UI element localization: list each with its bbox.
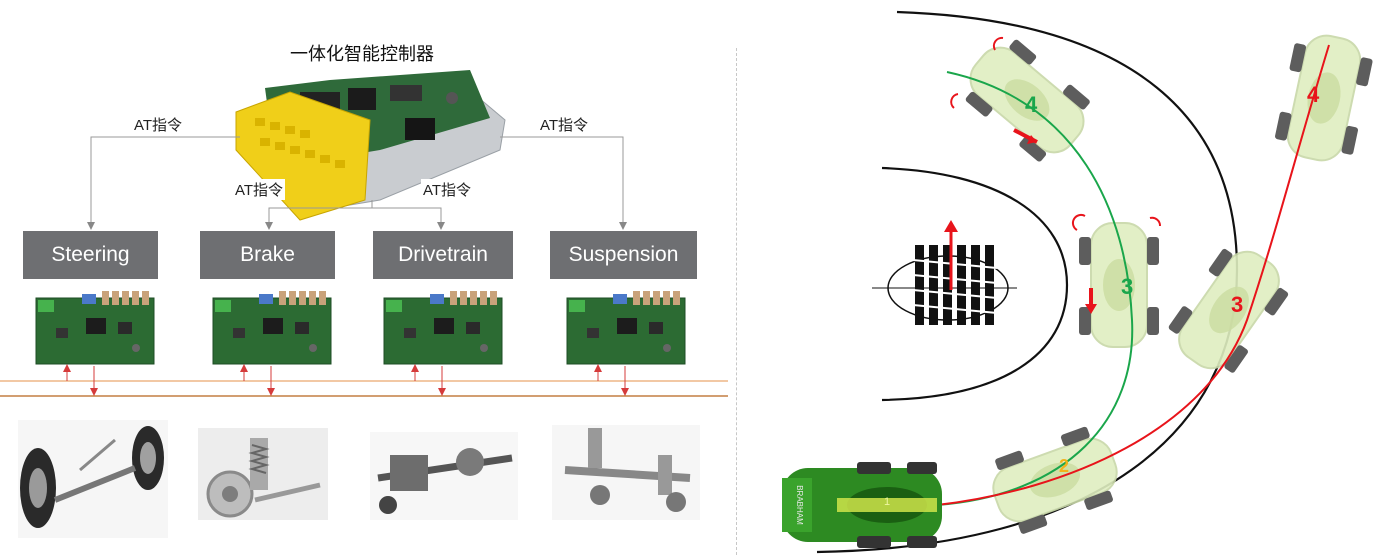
subsystem-drivetrain-label: Drivetrain: [398, 243, 488, 266]
trajectory-diagram: BRABHAM 1 2 3 4 3 4: [782, 10, 1378, 554]
subsystem-steering-label: Steering: [51, 243, 130, 266]
ecu-board-brake: [212, 291, 332, 365]
tire-tread-icon: [872, 220, 1017, 325]
ghost-car-3-green: [1078, 222, 1160, 348]
ghost-car-3-red: [1159, 235, 1299, 385]
race-car: BRABHAM 1: [782, 462, 942, 548]
command-label-steering: AT指令: [132, 114, 185, 135]
controller-title: 一体化智能控制器: [290, 44, 434, 64]
command-label-brake: AT指令: [233, 179, 286, 200]
red-trajectory: [936, 44, 1330, 506]
suspension-assembly-image: [552, 425, 700, 520]
subsystem-brake-box: Brake: [200, 231, 335, 279]
green-step-3-label: 3: [1121, 274, 1133, 299]
ghost-car-4-red: [1270, 28, 1378, 168]
red-step-4-label: 4: [1307, 82, 1320, 107]
car-number-text: 1: [884, 496, 890, 508]
subsystem-brake-label: Brake: [240, 243, 295, 266]
steering-assembly-image: [18, 420, 168, 538]
architecture-diagram: [0, 70, 728, 538]
red-step-3-label: 3: [1231, 292, 1243, 317]
car-brand-text: BRABHAM: [795, 485, 804, 525]
brake-assembly-image: [198, 428, 328, 520]
step-2-label: 2: [1059, 456, 1069, 476]
controller-unit: [235, 70, 506, 221]
subsystem-drivetrain-box: Drivetrain: [373, 231, 513, 279]
drivetrain-assembly-image: [370, 432, 518, 520]
subsystem-suspension-box: Suspension: [550, 231, 697, 279]
subsystem-suspension-label: Suspension: [568, 243, 679, 266]
panel-divider: [736, 48, 737, 555]
green-step-4-label: 4: [1025, 92, 1038, 117]
command-label-suspension: AT指令: [538, 114, 591, 135]
ecu-board-drivetrain: [383, 291, 503, 365]
ecu-board-steering: [35, 291, 155, 365]
green-trajectory: [936, 71, 1134, 506]
command-label-drivetrain: AT指令: [421, 179, 474, 200]
ghost-car-2: [982, 420, 1128, 540]
ecu-board-suspension: [566, 291, 686, 365]
subsystem-steering-box: Steering: [23, 231, 158, 279]
